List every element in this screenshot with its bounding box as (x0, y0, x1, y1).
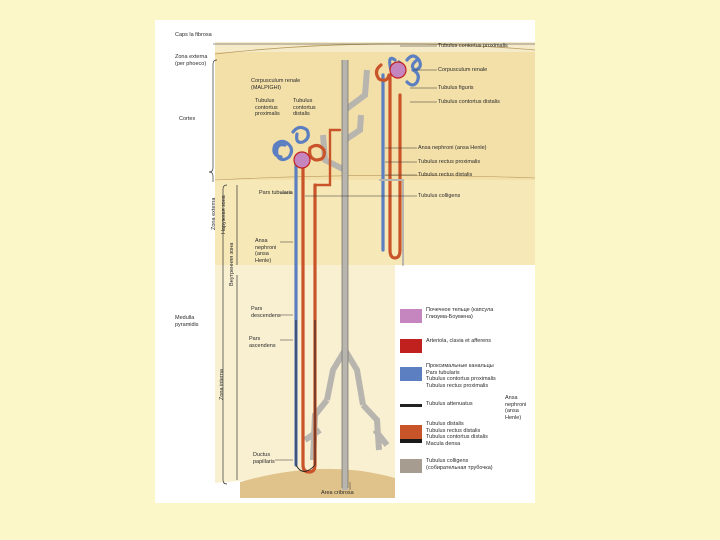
papilla-band (240, 468, 395, 498)
medulla-boundary-line (214, 175, 535, 181)
label-medulla: Medulla pyramidis (175, 315, 199, 328)
lower-glomerulus (293, 151, 311, 169)
legend-swatch-colligens (400, 459, 422, 473)
label-cortex: Cortex (179, 116, 196, 122)
label-ductus-papillaris: Ductus papillaris (253, 452, 275, 465)
legend-text-0: Почечное тельце (капсула Глизума-Боумена… (426, 307, 494, 320)
label-pars-ascendens: Pars ascendens (249, 336, 276, 349)
legend-swatch-distal (400, 425, 422, 439)
collecting-duct (303, 60, 390, 490)
label-ansa-nephroni: Ansa nephroni (ansa Henle) (255, 238, 277, 264)
right-label-4: Ansa nephroni (ansa Henle) (418, 145, 487, 151)
legend-side-label: Ansa nephroni (ansa Henle) (505, 395, 527, 421)
legend-swatch-glomerulus (400, 309, 422, 323)
label-vnutrennyaya-zona: Внутренняя зона (229, 242, 235, 286)
right-label-5: Tubulus rectus proximalis (418, 159, 481, 165)
label-zona-interna: Zona interna (219, 369, 225, 400)
label-capsula-fibrosa: Caps la fibrosa (175, 32, 212, 38)
label-area-cribrosa: Area cribrosa (321, 490, 354, 496)
kidney-section-drawing (208, 42, 535, 498)
legend-swatch-macula (400, 439, 422, 443)
cortical-nephron (374, 54, 422, 266)
label-narugnaya-zona: Наружная зона (221, 195, 227, 234)
zone-brackets (208, 59, 238, 485)
legend-swatch-arteriola (400, 339, 422, 353)
right-label-3: Tubulus contortus distalis (438, 99, 500, 105)
legend-panel: Почечное тельце (капсула Глизума-Боумена… (395, 283, 535, 483)
legend-swatch-attenuatus (400, 404, 422, 407)
label-pars-tubularis: Pars tubularis (259, 190, 293, 196)
legend-text-3: Tubulus attenuatus (426, 401, 473, 407)
right-label-1: Corpusculum renale (438, 67, 488, 73)
legend-text-2: Проксимальные канальцы Pars tubularis Tu… (426, 363, 496, 389)
label-zona-externa-vertical: Zona externa (211, 197, 217, 230)
legend-swatch-proximal (400, 367, 422, 381)
upper-glomerulus (389, 61, 407, 79)
legend-text-1: Arteriola, clavia et afferens (426, 338, 492, 344)
legend-text-5: Tubulus colligens (собирательная трубочк… (426, 458, 493, 471)
label-tubulus-proximalis: Tubulus contortus proximalis (255, 98, 280, 117)
right-label-2: Tubulus figuris (438, 85, 474, 91)
loop-henle-thin (295, 320, 316, 472)
nephron-diagram: Caps la fibrosa Zona externa (per phoeco… (155, 20, 535, 503)
right-label-6: Tubulus rectus distalis (418, 172, 473, 178)
collecting-duct-outline (341, 60, 349, 488)
right-label-0: Tubulus contortus proximalis (438, 43, 508, 49)
label-pars-descendens: Pars descendens (251, 306, 281, 319)
label-corpusculum: Corpusculum renale (MALPIGHI) (251, 78, 301, 91)
inner-medulla-zone (215, 265, 395, 483)
right-label-7: Tubulus colligens (418, 193, 461, 199)
leader-lines (213, 43, 535, 490)
legend-text-4: Tubulus distalis Tubulus rectus distalis… (426, 421, 488, 447)
outer-medulla-zone (215, 180, 535, 265)
label-zona-externa: Zona externa (per phoeco) (175, 54, 208, 67)
label-tubulus-distalis: Tubulus contortus distalis (293, 98, 316, 117)
